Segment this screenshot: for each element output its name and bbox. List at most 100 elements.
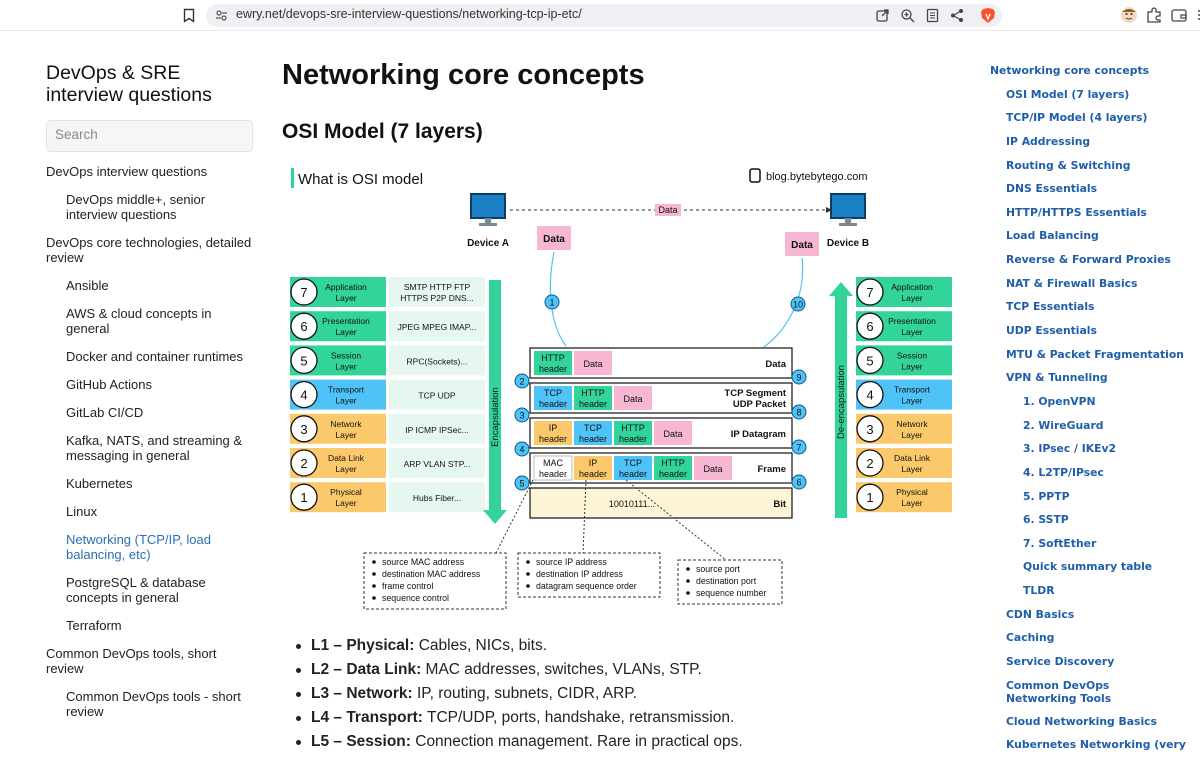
packet-cell (614, 386, 652, 410)
right-layer-number: 5 (866, 353, 873, 368)
note-connector (582, 479, 587, 554)
packet-cell-text: header (539, 469, 567, 479)
reader-mode-icon[interactable] (924, 7, 941, 24)
wallet-icon[interactable] (1170, 6, 1188, 24)
sidebar-item[interactable]: Common DevOps tools - short review (66, 689, 241, 719)
toc-link[interactable]: Caching (1006, 631, 1055, 645)
toc-link[interactable]: TLDR (1023, 584, 1055, 598)
sidebar-item[interactable]: AWS & cloud concepts in general (66, 306, 212, 336)
toc-link[interactable]: Kubernetes Networking (very (1006, 738, 1186, 752)
data-box-left-label: Data (543, 234, 565, 245)
toc-link[interactable]: TCP Essentials (1006, 300, 1095, 314)
note-bullet (372, 584, 376, 588)
protocol-box (389, 379, 485, 410)
toc-link[interactable]: VPN & Tunneling (1006, 371, 1108, 385)
sidebar-item[interactable]: DevOps middle+, senior interview questio… (66, 192, 206, 222)
sidebar-item[interactable]: Terraform (66, 618, 122, 633)
toc-link[interactable]: 5. PPTP (1023, 489, 1070, 503)
protocol-box (389, 277, 485, 307)
toc-link[interactable]: Reverse & Forward Proxies (1006, 253, 1171, 267)
toc-link[interactable]: MTU & Packet Fragmentation (1006, 347, 1184, 361)
field-note-text: frame control (382, 581, 433, 591)
toc-link[interactable]: Routing & Switching (1006, 158, 1131, 172)
left-layer-name: Physical (330, 487, 362, 497)
packet-row (529, 347, 793, 379)
toc-link[interactable]: CDN Basics (1006, 607, 1075, 621)
toc-link[interactable]: Cloud Networking Basics (1006, 714, 1157, 728)
toc-link[interactable]: TCP/IP Model (4 layers) (1006, 111, 1148, 125)
zoom-icon[interactable] (899, 7, 916, 24)
toc-link[interactable]: 3. IPsec / IKEv2 (1023, 442, 1117, 456)
bookmark-icon[interactable] (183, 8, 195, 23)
sidebar-group-1[interactable]: DevOps core technologies, detailed revie… (46, 235, 252, 265)
packet-cell (574, 421, 612, 445)
packet-cell-text: header (539, 399, 567, 409)
url-text[interactable]: ewry.net/devops-sre-interview-questions/… (236, 7, 582, 21)
toc-link[interactable]: 2. WireGuard (1023, 418, 1104, 432)
toc-link[interactable]: OSI Model (7 layers) (1006, 87, 1130, 101)
toc-link[interactable]: Quick summary table (1023, 560, 1153, 574)
packet-cell-text: Data (623, 394, 642, 404)
page-title: Networking core concepts (282, 59, 645, 91)
toc-link[interactable]: Load Balancing (1006, 229, 1099, 243)
toc-link[interactable]: Service Discovery (1006, 655, 1115, 669)
left-layer-name: Application (325, 282, 367, 292)
right-layer-name: Layer (901, 430, 922, 440)
packet-cell-text: HTTP (581, 388, 605, 398)
step-circle (791, 404, 807, 420)
toc-link[interactable]: 1. OpenVPN (1023, 394, 1096, 408)
toc-link[interactable]: 6. SSTP (1023, 513, 1069, 527)
left-layer-name: Layer (335, 396, 356, 406)
sidebar-item[interactable]: Linux (66, 504, 98, 519)
toc-link[interactable]: UDP Essentials (1006, 324, 1097, 338)
toc-link[interactable]: 4. L2TP/IPsec (1023, 465, 1104, 479)
sidebar-item[interactable]: Networking (TCP/IP, load balancing, etc) (66, 532, 211, 562)
sidebar-item[interactable]: GitLab CI/CD (66, 405, 144, 420)
profile-icon[interactable] (1120, 6, 1138, 24)
sidebar-item[interactable]: GitHub Actions (66, 377, 152, 392)
toc-link[interactable]: DNS Essentials (1006, 182, 1098, 196)
sidebar-item[interactable]: Ansible (66, 278, 109, 293)
brave-shield-icon[interactable] (980, 7, 996, 24)
sidebar-group-2[interactable]: Common DevOps tools, short review (46, 646, 217, 676)
right-layer-name: Layer (901, 498, 922, 508)
address-bar[interactable]: ewry.net/devops-sre-interview-questions/… (206, 4, 1002, 27)
note-bullet (686, 591, 690, 595)
packet-cell-text: MAC (543, 458, 564, 468)
packet-cell-text: TCP (544, 388, 562, 398)
left-layer-number-circle (290, 415, 318, 443)
layer-term: L5 – Session: (311, 733, 411, 750)
sidebar-item[interactable]: Kubernetes (66, 476, 133, 491)
menu-icon[interactable] (1195, 6, 1200, 24)
sidebar-item[interactable]: Kafka, NATS, and streaming & messaging i… (66, 433, 243, 463)
search-input[interactable]: Search (46, 120, 253, 152)
toc-link[interactable]: HTTP/HTTPS Essentials (1006, 205, 1147, 219)
toc-link[interactable]: NAT & Firewall Basics (1006, 276, 1138, 290)
right-layer-name: Session (897, 350, 928, 360)
site-title[interactable]: DevOps & SRE interview questions (46, 62, 212, 106)
sidebar-item[interactable]: Docker and container runtimes (66, 349, 244, 364)
packet-cell-text: HTTP (621, 423, 645, 433)
site-settings-icon[interactable] (215, 9, 228, 22)
device-a-icon (479, 223, 497, 226)
step-circle (514, 441, 530, 457)
data-box-right (785, 232, 819, 256)
sidebar-group-0[interactable]: DevOps interview questions (46, 164, 208, 179)
right-layer-number-circle (856, 278, 884, 306)
field-note-text: sequence control (382, 593, 449, 603)
toc-link[interactable]: 7. SoftEther (1023, 536, 1097, 550)
right-layer-number-circle (856, 346, 884, 375)
left-layer-name: Network (330, 419, 362, 429)
open-external-icon[interactable] (874, 7, 891, 24)
packet-cell-text: TCP (584, 423, 602, 433)
right-layer-name: Data Link (894, 453, 931, 463)
layer-description: TCP/UDP, ports, handshake, retransmissio… (422, 709, 735, 726)
toc-link[interactable]: Networking core concepts (990, 64, 1150, 77)
puzzle-extensions-icon[interactable] (1145, 6, 1163, 24)
share-icon[interactable] (949, 7, 966, 24)
sidebar-item[interactable]: PostgreSQL & database concepts in genera… (66, 575, 206, 605)
toc-link[interactable]: Common DevOps Networking Tools (1006, 678, 1112, 705)
step-circle (791, 369, 807, 385)
toc-link[interactable]: IP Addressing (1006, 134, 1091, 148)
